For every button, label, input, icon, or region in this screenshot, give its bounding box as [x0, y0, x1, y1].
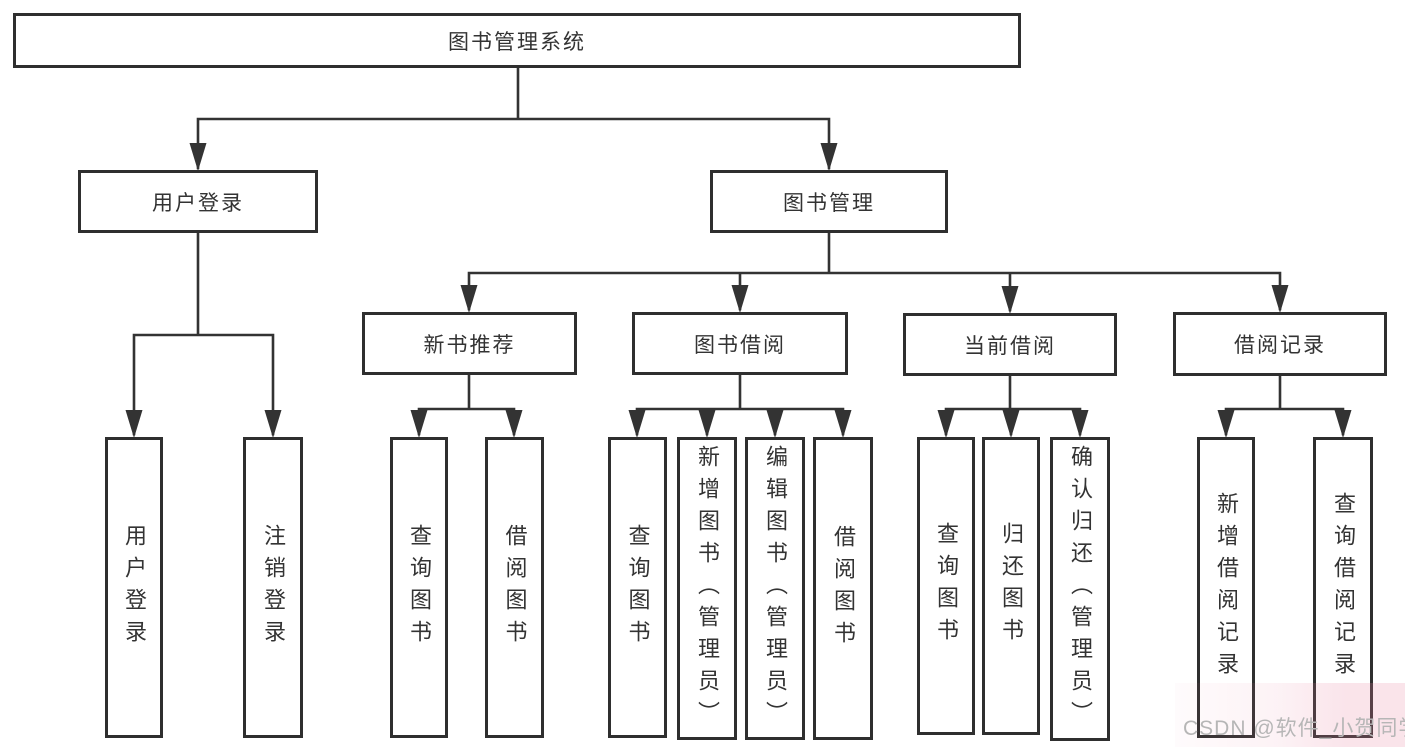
node-book-borrow: 图书借阅	[632, 312, 848, 375]
tree-edges	[132, 66, 1345, 436]
node-borrow-records: 借阅记录	[1173, 312, 1387, 376]
node-leaf-borrow-books: 借阅图书	[813, 437, 873, 740]
node-leaf-query-books-recommend: 查询图书	[390, 437, 448, 738]
node-leaf-borrow-books-recommend: 借阅图书	[485, 437, 544, 738]
node-user-login: 用户登录	[78, 170, 318, 233]
node-leaf-query-books-borrow: 查询图书	[608, 437, 667, 738]
node-leaf-confirm-return-admin: 确认归还（管理员）	[1050, 437, 1110, 741]
node-leaf-logout: 注销登录	[243, 437, 303, 738]
node-leaf-user-login: 用户登录	[105, 437, 163, 738]
node-leaf-query-books-current: 查询图书	[917, 437, 975, 735]
arrowhead-icons	[125, 143, 1352, 438]
node-leaf-query-borrow-record: 查询借阅记录	[1313, 437, 1373, 738]
node-leaf-add-borrow-record: 新增借阅记录	[1197, 437, 1255, 738]
node-leaf-edit-books-admin: 编辑图书（管理员）	[745, 437, 805, 740]
node-current-borrow: 当前借阅	[903, 313, 1117, 376]
node-new-book-recommend: 新书推荐	[362, 312, 577, 375]
node-library-system: 图书管理系统	[13, 13, 1021, 68]
node-book-management: 图书管理	[710, 170, 948, 233]
node-leaf-return-books: 归还图书	[982, 437, 1040, 735]
node-leaf-add-books-admin: 新增图书（管理员）	[677, 437, 737, 740]
watermark: CSDN @软件_小贺同学	[1183, 717, 1405, 740]
